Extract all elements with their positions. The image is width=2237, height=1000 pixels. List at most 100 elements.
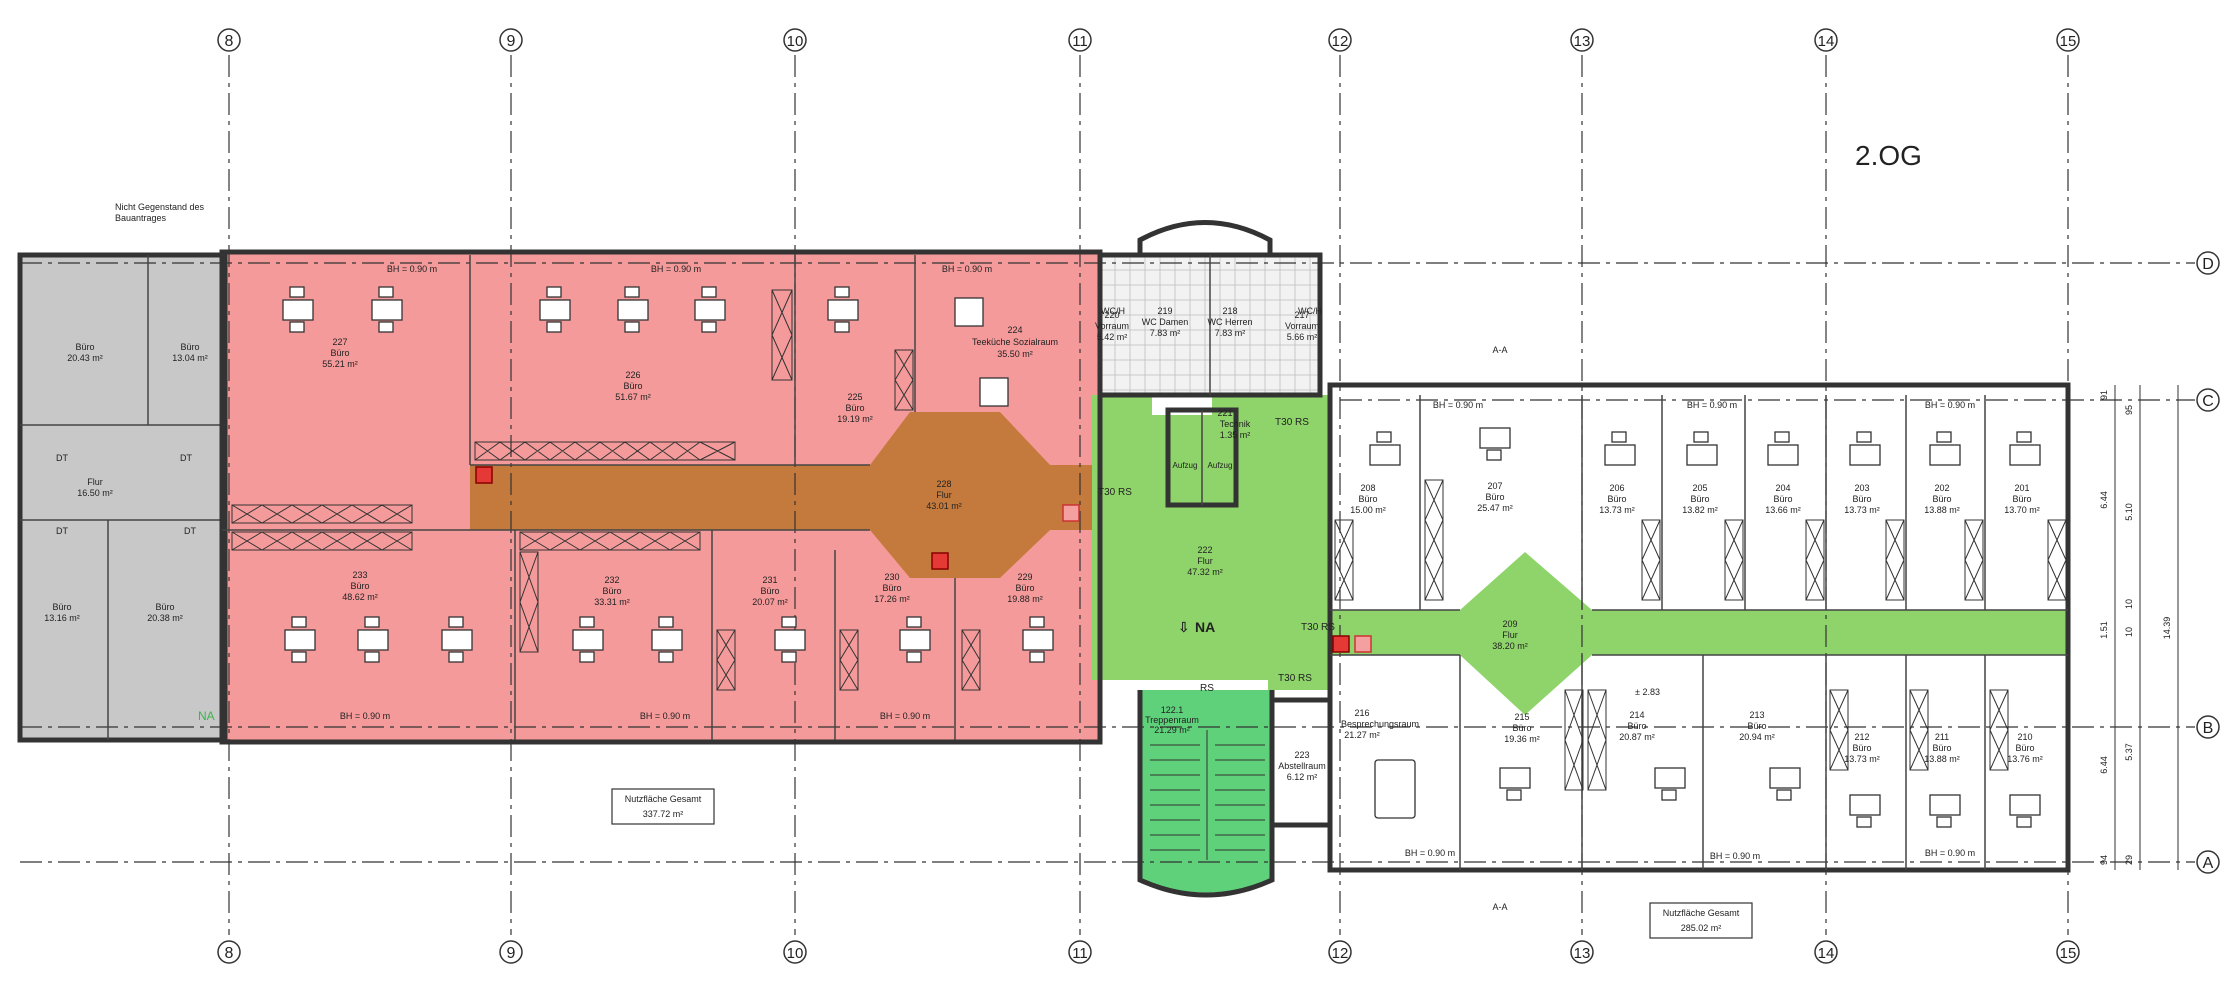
cabinet-icon xyxy=(519,531,701,551)
room-number: 211 xyxy=(1935,732,1949,742)
level-mark-label: ± 2.83 xyxy=(1635,687,1660,697)
room-area: 20.87 m² xyxy=(1619,732,1655,742)
room-number: 216 xyxy=(1354,708,1369,718)
furniture xyxy=(282,286,2041,828)
note-line: Nicht Gegenstand des xyxy=(115,202,205,212)
total-title: Nutzfläche Gesamt xyxy=(1663,908,1740,918)
room-area: 21.27 m² xyxy=(1344,730,1380,740)
fire-door-label: RS xyxy=(1200,683,1214,694)
axis-marker-11-bottom: 11 xyxy=(1068,940,1092,964)
axis-marker-8-bottom: 8 xyxy=(217,940,241,964)
room-area: 33.31 m² xyxy=(594,597,630,607)
axis-row-markers: D C B A xyxy=(2196,251,2220,874)
desk-icon xyxy=(774,616,806,663)
cabinet-icon xyxy=(231,504,413,524)
bh-label: BH = 0.90 m xyxy=(1925,400,1975,410)
dimension-label: 10 xyxy=(2124,599,2134,609)
room-area: 13.76 m² xyxy=(2007,754,2043,764)
axis-marker-13-top: 13 xyxy=(1570,28,1594,52)
cabinet-icon xyxy=(839,629,859,691)
na-label: NA xyxy=(198,709,215,723)
floor-label: 2.OG xyxy=(1855,140,1922,171)
axis-label: 14 xyxy=(1818,33,1835,50)
room-name: Besprechungsraum xyxy=(1341,719,1419,729)
room-number: 219 xyxy=(1157,306,1172,316)
axis-label: B xyxy=(2203,720,2214,737)
axis-label: D xyxy=(2202,256,2214,273)
gray-zone xyxy=(20,255,225,740)
room-area: 5.42 m² xyxy=(1097,332,1128,342)
desk-icon xyxy=(1929,431,1961,466)
room-name: Büro xyxy=(350,581,369,591)
room-number: 228 xyxy=(936,479,951,489)
desk-icon xyxy=(617,286,649,333)
cabinet-icon xyxy=(2047,519,2067,601)
wc-h-label: WC/H xyxy=(1298,306,1322,316)
room-name: Büro xyxy=(2015,743,2034,753)
room-name: Flur xyxy=(1197,556,1213,566)
bh-label: BH = 0.90 m xyxy=(942,264,992,274)
axis-marker-9-top: 9 xyxy=(499,28,523,52)
room-name: Büro xyxy=(1627,721,1646,731)
room-name: WC Damen xyxy=(1142,317,1189,327)
door-type-label: DT xyxy=(56,453,68,463)
axis-marker-14-top: 14 xyxy=(1814,28,1838,52)
room-name: Büro xyxy=(602,586,621,596)
axis-marker-12-bottom: 12 xyxy=(1328,940,1352,964)
fire-extinguisher-icon xyxy=(1062,504,1080,522)
desk-icon xyxy=(1479,427,1511,461)
door-type-label: DT xyxy=(184,526,196,536)
desk-icon xyxy=(1686,431,1718,466)
walls xyxy=(17,220,2071,898)
desk-icon xyxy=(2009,431,2041,466)
cabinet-icon xyxy=(771,289,793,381)
fire-door-label: T30 RS xyxy=(1098,487,1132,498)
axis-marker-C: C xyxy=(2196,388,2220,412)
room-number: 218 xyxy=(1222,306,1237,316)
cabinet-icon xyxy=(1885,519,1905,601)
desk-icon xyxy=(1769,767,1801,801)
axis-marker-9-bottom: 9 xyxy=(499,940,523,964)
stairs xyxy=(1150,730,1265,860)
dimension-label: 94 xyxy=(2099,855,2109,865)
desk-icon xyxy=(539,286,571,333)
room-number: 222 xyxy=(1197,545,1212,555)
room-name: Büro xyxy=(155,602,174,612)
room-name: Büro xyxy=(1747,721,1766,731)
bh-label: BH = 0.90 m xyxy=(651,264,701,274)
desk-icon xyxy=(2009,794,2041,828)
room-name: Büro xyxy=(623,381,642,391)
room-number: 225 xyxy=(847,392,862,402)
axis-label: 12 xyxy=(1332,945,1349,962)
bh-label: BH = 0.90 m xyxy=(880,711,930,721)
axis-marker-10-bottom: 10 xyxy=(783,940,807,964)
axis-marker-A: A xyxy=(2196,850,2220,874)
note-line: Bauantrages xyxy=(115,213,167,223)
axis-label: 8 xyxy=(225,33,234,50)
desk-icon xyxy=(899,616,931,663)
na-label: NA xyxy=(1195,619,1215,635)
room-area: 5.66 m² xyxy=(1287,332,1318,342)
axis-marker-B: B xyxy=(2196,715,2220,739)
cabinet-icon xyxy=(1587,689,1607,791)
room-area: 15.00 m² xyxy=(1350,505,1386,515)
axis-label: 9 xyxy=(507,945,516,962)
axis-marker-10-top: 10 xyxy=(783,28,807,52)
bh-label: BH = 0.90 m xyxy=(1710,851,1760,861)
room-area: 19.19 m² xyxy=(837,414,873,424)
axis-marker-15-bottom: 15 xyxy=(2056,940,2080,964)
brown-corridor xyxy=(470,412,1092,578)
room-number: 231 xyxy=(762,575,777,585)
bh-label: BH = 0.90 m xyxy=(387,264,437,274)
total-area-left: Nutzfläche Gesamt 337.72 m² xyxy=(611,788,715,825)
room-name: Büro xyxy=(1512,723,1531,733)
round-table-icon xyxy=(954,297,1009,407)
desk-icon xyxy=(1604,431,1636,466)
room-number: 221 xyxy=(1217,408,1232,418)
green-zone xyxy=(1092,395,2068,715)
axis-marker-D: D xyxy=(2196,251,2220,275)
room-area: 13.73 m² xyxy=(1844,505,1880,515)
desk-icon xyxy=(371,286,403,333)
room-number: 207 xyxy=(1487,481,1502,491)
door-type-label: DT xyxy=(180,453,192,463)
